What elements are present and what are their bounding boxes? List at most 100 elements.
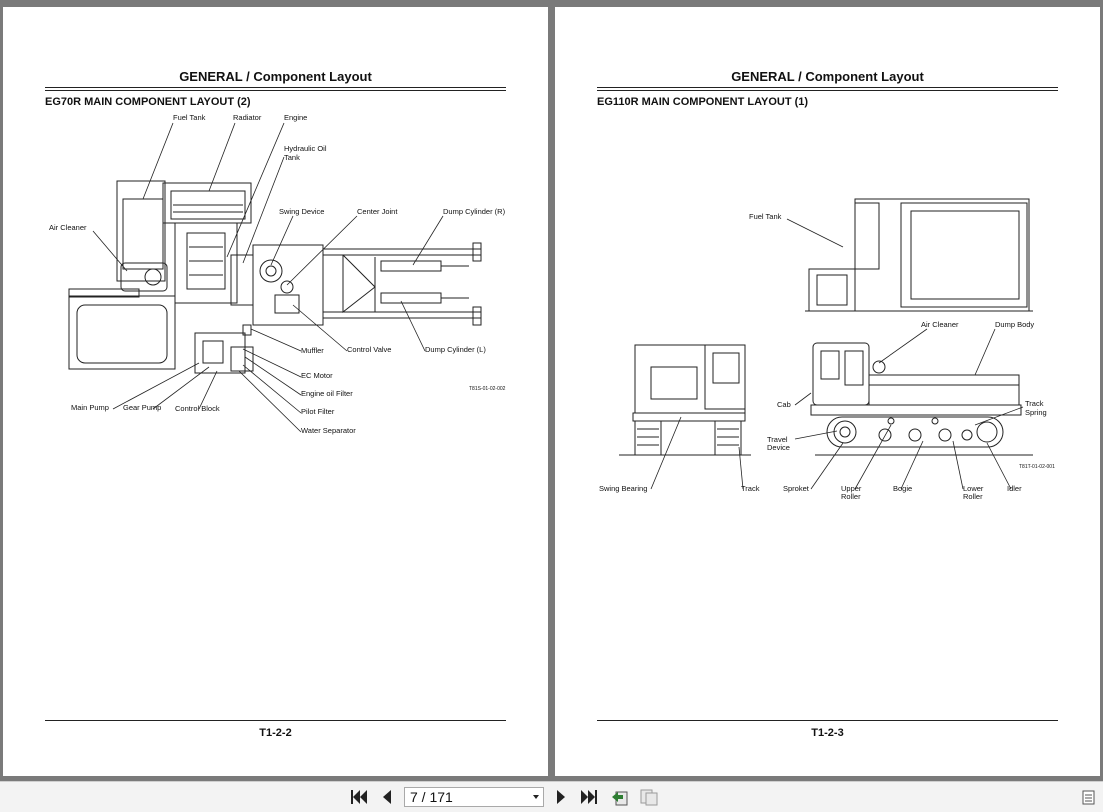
swing-device-drawing xyxy=(265,265,277,277)
center-frame-drawing xyxy=(252,244,324,326)
side-track-drawing xyxy=(826,416,1004,448)
label-travel-device: Travel xyxy=(767,435,788,444)
center-joint-drawing xyxy=(280,280,294,294)
footer-rule xyxy=(597,720,1058,721)
last-page-button[interactable] xyxy=(579,788,599,806)
label-gear-pump: Gear Pump xyxy=(123,403,161,412)
header-rule xyxy=(597,90,1058,91)
eg110r-component-diagram: Fuel Tank Air Cleaner Dump Body Cab Trac… xyxy=(599,198,1055,501)
diagram-frame xyxy=(76,304,168,364)
chassis-drawing xyxy=(472,242,482,262)
single-page-view-button[interactable] xyxy=(610,788,630,806)
label-fuel-tank: Fuel Tank xyxy=(173,113,206,122)
label-pilot-filter: Pilot Filter xyxy=(301,407,335,416)
two-page-view-icon xyxy=(640,789,658,806)
fuel-tank-drawing xyxy=(116,180,166,282)
air-cleaner-drawing xyxy=(144,268,162,286)
pump-assembly-drawing xyxy=(230,346,254,372)
figure-code: T81S-01-02-002 xyxy=(469,386,506,392)
chevron-down-icon xyxy=(533,795,539,799)
dump-cylinder-l-drawing xyxy=(380,292,442,304)
front-view-drawing xyxy=(650,366,698,400)
label-dump-body: Dump Body xyxy=(995,320,1034,329)
label-control-block: Control Block xyxy=(175,404,220,413)
diagram-frame xyxy=(68,295,176,370)
label-main-pump: Main Pump xyxy=(71,403,109,412)
header-rule xyxy=(45,87,506,88)
dump-body-top-drawing xyxy=(910,210,1020,300)
first-page-icon xyxy=(351,790,367,804)
label-dump-cylinder-l: Dump Cylinder (L) xyxy=(425,345,486,354)
air-cleaner-drawing xyxy=(120,262,168,292)
radiator-drawing xyxy=(162,182,252,224)
first-page-button[interactable] xyxy=(349,788,369,806)
footer-rule xyxy=(45,720,506,721)
hydraulic-tank-drawing xyxy=(230,254,254,306)
menu-button[interactable] xyxy=(1079,788,1099,806)
front-cab-drawing xyxy=(704,344,746,410)
bogie-drawing xyxy=(938,428,952,442)
side-cab-drawing xyxy=(820,350,840,380)
pump-assembly-drawing xyxy=(202,340,224,364)
next-page-icon xyxy=(557,790,565,804)
page-number-select[interactable]: 7 / 171 xyxy=(404,787,544,807)
side-cab-drawing xyxy=(844,350,864,386)
header-rule xyxy=(45,90,506,91)
label-upper-roller: Roller xyxy=(841,492,861,501)
label-upper-roller: Upper xyxy=(841,484,862,493)
label-swing-bearing: Swing Bearing xyxy=(599,484,647,493)
front-track-left-drawing xyxy=(634,420,662,456)
section-title: EG110R MAIN COMPONENT LAYOUT (1) xyxy=(597,96,809,108)
front-view-drawing xyxy=(632,412,746,422)
label-radiator: Radiator xyxy=(233,113,262,122)
idler-drawing xyxy=(976,421,998,443)
radiator-drawing xyxy=(170,190,246,220)
label-air-cleaner: Air Cleaner xyxy=(921,320,959,329)
engine-drawing xyxy=(186,232,226,290)
two-page-view-button[interactable] xyxy=(639,788,659,806)
label-lower-roller: Lower xyxy=(963,484,984,493)
upper-roller-drawing xyxy=(931,417,939,425)
fuel-tank-drawing xyxy=(122,198,164,270)
engine-drawing xyxy=(174,222,238,304)
swing-device-drawing xyxy=(259,259,283,283)
side-frame-drawing xyxy=(810,404,1022,416)
label-muffler: Muffler xyxy=(301,346,324,355)
cab-top-drawing xyxy=(816,274,848,306)
label-track-spring: Track xyxy=(1025,399,1044,408)
next-page-button[interactable] xyxy=(551,788,571,806)
label-track-spring: Spring xyxy=(1025,408,1047,417)
label-air-cleaner: Air Cleaner xyxy=(49,223,87,232)
fuel-tank-top-drawing xyxy=(854,202,880,270)
right-page: GENERAL / Component Layout EG110R MAIN C… xyxy=(555,7,1100,776)
control-valve-drawing xyxy=(274,294,300,314)
bogie-drawing xyxy=(878,428,892,442)
sprocket-drawing xyxy=(839,426,851,438)
previous-page-button[interactable] xyxy=(377,788,397,806)
figure-code: T81T-01-02-001 xyxy=(1019,464,1055,470)
eg70r-component-diagram: Fuel Tank Radiator Engine Hydraulic Oil … xyxy=(49,113,506,435)
bogie-drawing xyxy=(908,428,922,442)
upper-roller-drawing xyxy=(887,417,895,425)
air-cleaner-drawing xyxy=(872,360,886,374)
chassis-drawing xyxy=(342,254,376,314)
page-header: GENERAL / Component Layout xyxy=(731,69,924,84)
label-water-separator: Water Separator xyxy=(301,426,356,435)
label-control-valve: Control Valve xyxy=(347,345,391,354)
page-header: GENERAL / Component Layout xyxy=(179,69,372,84)
label-lower-roller: Roller xyxy=(963,492,983,501)
chassis-drawing xyxy=(472,306,482,326)
dump-body-top-drawing xyxy=(900,202,1028,308)
diagram-frame xyxy=(68,288,140,298)
label-travel-device: Device xyxy=(767,443,790,452)
label-engine: Engine xyxy=(284,113,307,122)
label-dump-cylinder-r: Dump Cylinder (R) xyxy=(443,207,506,216)
label-engine-oil-filter: Engine oil Filter xyxy=(301,389,353,398)
menu-icon xyxy=(1082,790,1095,805)
label-sproket: Sproket xyxy=(783,484,810,493)
front-cab-drawing xyxy=(712,352,740,384)
dump-cylinder-r-drawing xyxy=(380,260,442,272)
dump-body-side-drawing xyxy=(868,374,1020,406)
label-swing-device: Swing Device xyxy=(279,207,324,216)
label-center-joint: Center Joint xyxy=(357,207,398,216)
